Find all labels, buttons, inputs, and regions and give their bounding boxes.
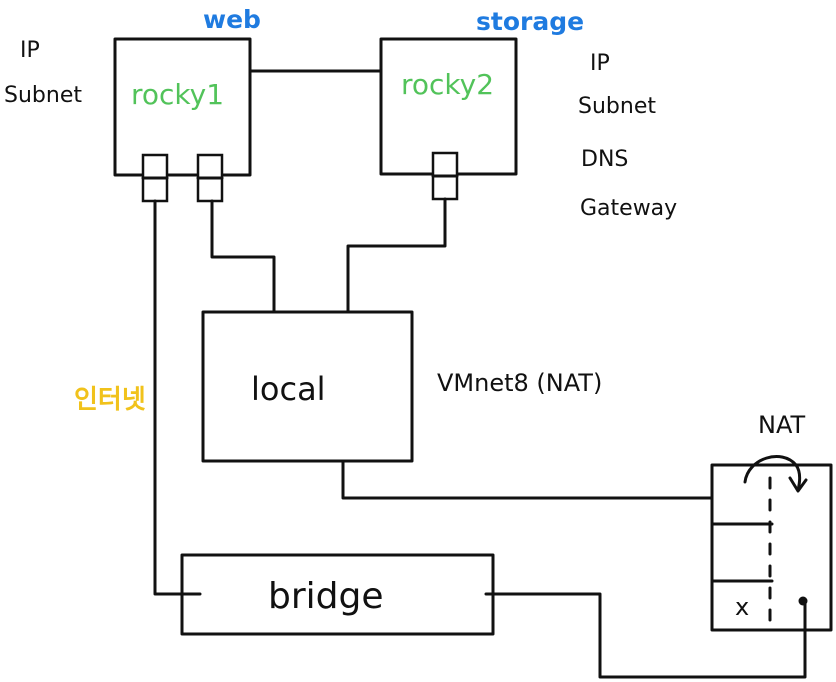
rocky1-box	[113, 37, 252, 177]
vmnet-label: VMnet8 (NAT)	[437, 369, 602, 397]
local-label: local	[251, 370, 326, 408]
rocky1-label: rocky1	[131, 78, 224, 111]
rocky2-local-link	[346, 197, 447, 314]
nat-arrow	[743, 455, 802, 492]
rocky2-note-gateway: Gateway	[580, 196, 677, 221]
rocky1-bridge-link	[153, 199, 202, 596]
local-nat-link	[341, 459, 714, 500]
nat-device-box	[710, 463, 833, 632]
nat-arrowhead	[788, 476, 808, 493]
rocky1-note-subnet: Subnet	[4, 83, 82, 108]
rocky2-note-dns: DNS	[581, 147, 628, 172]
bridge-nat-link	[484, 592, 807, 679]
rocky1-role-label: web	[203, 5, 261, 34]
rocky2-role-label: storage	[476, 7, 584, 36]
nat-label: NAT	[758, 411, 806, 439]
nat-x-label: x	[735, 593, 749, 621]
local-box	[201, 310, 414, 463]
rocky2-note-ip: IP	[590, 51, 610, 76]
internet-label: 인터넷	[74, 385, 146, 415]
rocky1-local-link	[210, 199, 276, 314]
rocky2-label: rocky2	[401, 68, 494, 101]
rocky1-note-ip: IP	[20, 38, 40, 63]
rocky2-note-subnet: Subnet	[578, 94, 656, 119]
bridge-label: bridge	[268, 576, 384, 617]
